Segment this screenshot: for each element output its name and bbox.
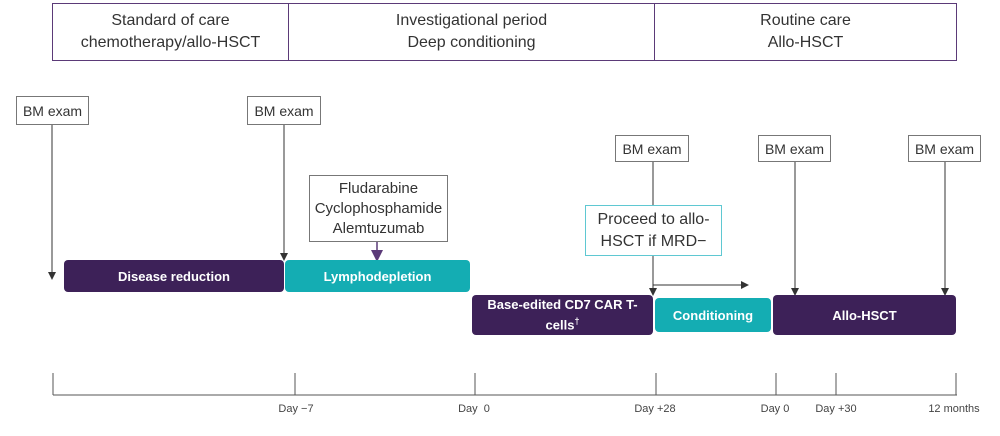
tick-label-day-plus-30: Day +30 <box>815 403 857 415</box>
car-t-cells-bar: Base-edited CD7 CAR T- cells† <box>472 295 653 335</box>
phase-investigational-period: Investigational period Deep conditioning <box>288 3 655 61</box>
bm-exam-box-1: BM exam <box>16 96 89 125</box>
bm-exam-box-3: BM exam <box>615 135 689 162</box>
phase-2-line-2: Deep conditioning <box>407 34 536 51</box>
tick-label-day-0: Day 0 <box>458 403 490 415</box>
conditioning-drugs-box: Fludarabine Cyclophosphamide Alemtuzumab <box>309 175 448 242</box>
bm-exam-box-4: BM exam <box>758 135 831 162</box>
phase-routine-care: Routine care Allo-HSCT <box>654 3 957 61</box>
bm-exam-box-2: BM exam <box>247 96 321 125</box>
drug-cyclophosphamide: Cyclophosphamide <box>314 199 443 217</box>
phase-1-line-2: chemotherapy/allo-HSCT <box>80 34 261 51</box>
phase-3-line-1: Routine care <box>760 12 851 29</box>
mrd-line-2: HSCT if MRD− <box>600 232 707 250</box>
car-t-line-2: cells† <box>545 316 580 333</box>
dagger-mark: † <box>574 316 580 327</box>
tick-label-day-minus-7: Day −7 <box>278 403 314 415</box>
phase-1-line-1: Standard of care <box>111 12 230 29</box>
tick-label-day-plus-28: Day +28 <box>634 403 676 415</box>
drug-alemtuzumab: Alemtuzumab <box>332 219 425 237</box>
phase-3-line-2: Allo-HSCT <box>767 34 844 51</box>
mrd-line-1: Proceed to allo- <box>597 210 710 228</box>
mrd-decision-box: Proceed to allo- HSCT if MRD− <box>585 205 722 256</box>
lymphodepletion-bar: Lymphodepletion <box>285 260 470 292</box>
phase-2-line-1: Investigational period <box>395 12 548 29</box>
car-t-line-1: Base-edited CD7 CAR T- <box>487 297 638 313</box>
drug-fludarabine: Fludarabine <box>338 179 419 197</box>
bm-exam-box-5: BM exam <box>908 135 981 162</box>
conditioning-bar: Conditioning <box>655 298 771 332</box>
tick-label-12-months: 12 months <box>928 403 980 415</box>
phase-standard-of-care: Standard of care chemotherapy/allo-HSCT <box>52 3 289 61</box>
tick-label-transplant-day-0: Day 0 <box>760 403 790 415</box>
disease-reduction-bar: Disease reduction <box>64 260 284 292</box>
allo-hsct-bar: Allo-HSCT <box>773 295 956 335</box>
